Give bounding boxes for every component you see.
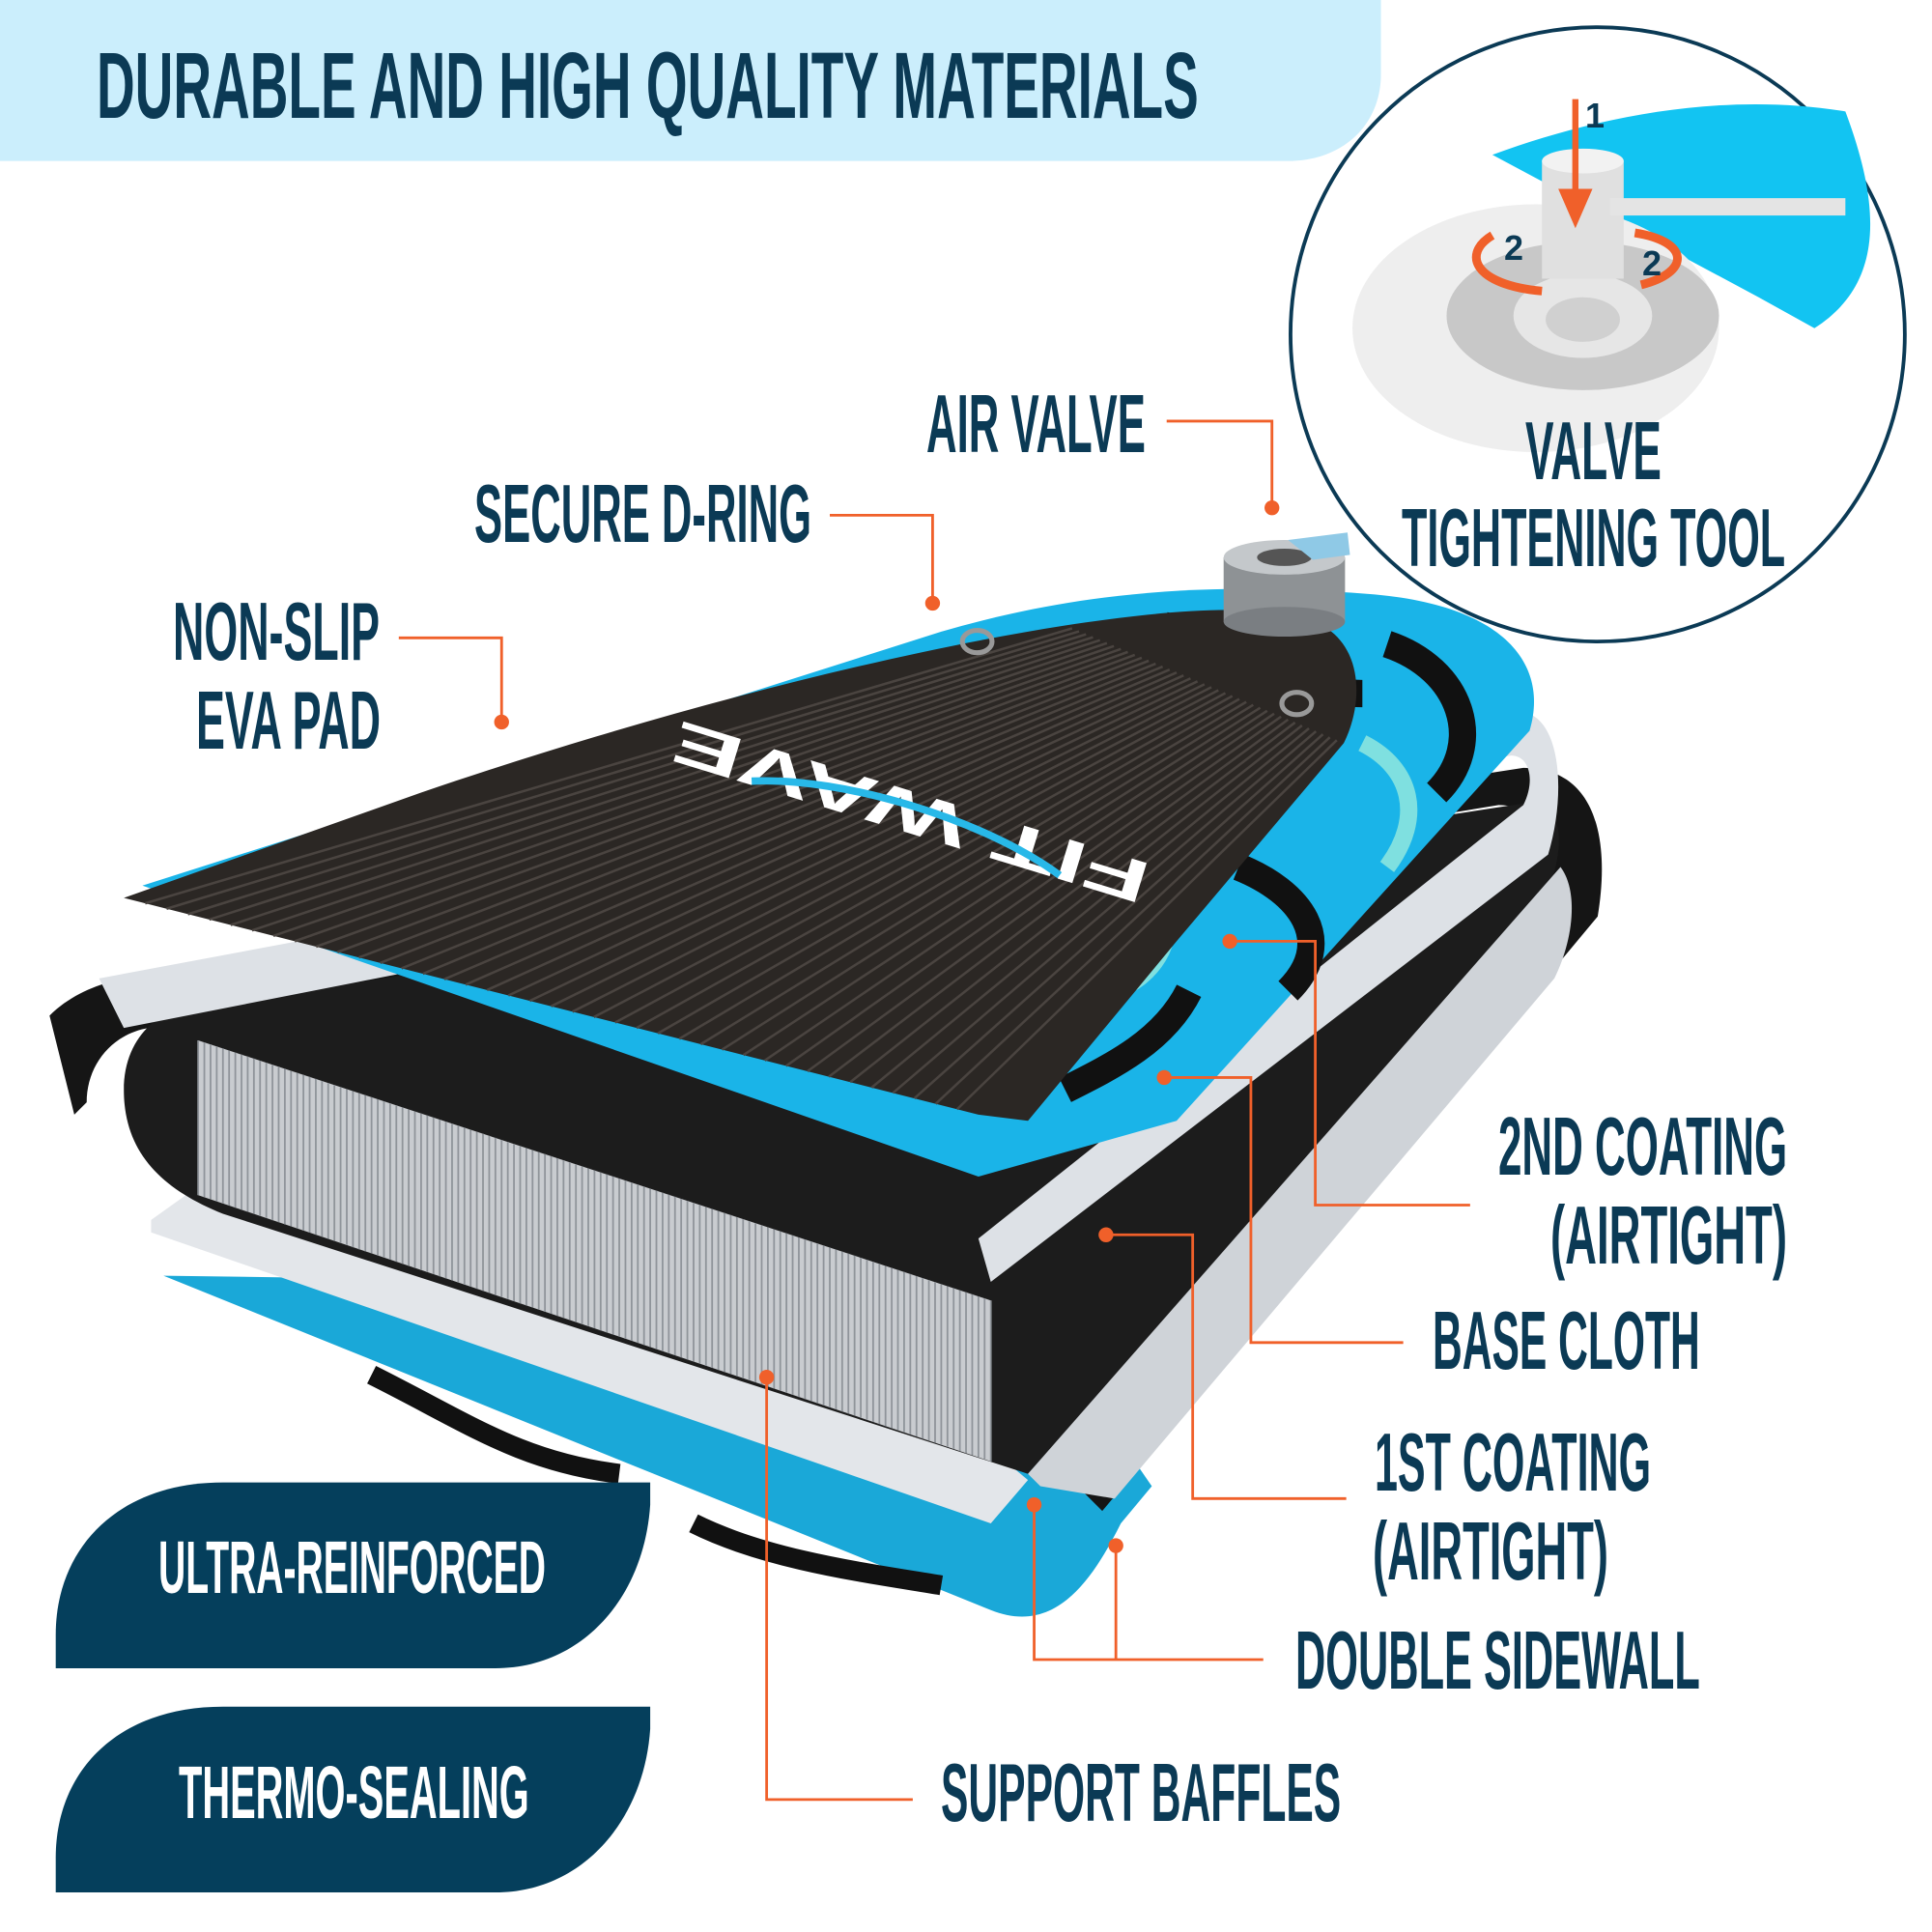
pad-groove [870, 727, 1310, 1089]
air-valve-icon [1223, 532, 1350, 637]
label-support-baffles: SUPPORT BAFFLES [941, 1747, 1342, 1839]
badge-ultra-reinforced-shape [55, 1482, 651, 1668]
pad-groove [849, 724, 1303, 1084]
lower-coating-layer [151, 1195, 1029, 1523]
step-2-left: 2 [1504, 228, 1524, 268]
d-ring-icon [959, 628, 995, 656]
pad-groove [166, 630, 1080, 910]
pad-groove [401, 662, 1156, 970]
pad-groove [380, 659, 1150, 965]
label-2nd-coating-line2: (AIRTIGHT) [1550, 1190, 1787, 1282]
pad-groove [272, 644, 1115, 937]
pad-groove [528, 680, 1199, 1003]
pad-groove [465, 671, 1178, 986]
label-eva-pad-line1: NON-SLIP [173, 586, 381, 678]
pad-groove [358, 656, 1143, 959]
label-2nd-coating-line1: 2ND COATING [1498, 1101, 1788, 1193]
badge-thermo-sealing: THERMO-SEALING [179, 1751, 529, 1834]
label-base-cloth: BASE CLOTH [1433, 1295, 1700, 1387]
pad-groove [828, 721, 1296, 1078]
pad-groove [955, 739, 1338, 1111]
inset-title-line2: TIGHTENING TOOL [1402, 493, 1786, 584]
pad-groove [507, 677, 1191, 997]
pad-groove [614, 692, 1227, 1024]
rotate-right-arrow-icon [1634, 228, 1682, 290]
valve-tool-inset [1289, 25, 1907, 644]
pad-groove [230, 639, 1101, 926]
pad-groove [742, 709, 1268, 1057]
pad-groove [721, 706, 1262, 1051]
step-1: 1 [1585, 96, 1605, 135]
pad-groove [657, 697, 1240, 1035]
rotate-left-arrow-icon [1471, 231, 1543, 296]
pad-groove [934, 736, 1331, 1105]
pad-groove [678, 700, 1247, 1040]
pad-groove [187, 633, 1087, 916]
pad-groove [807, 718, 1290, 1073]
label-eva-pad-line2: EVA PAD [196, 675, 382, 767]
label-1st-coating-line2: (AIRTIGHT) [1373, 1506, 1608, 1598]
label-d-ring: SECURE D-RING [474, 469, 812, 560]
pad-groove [486, 674, 1184, 992]
pad-groove [636, 695, 1234, 1030]
pad-groove [336, 653, 1136, 953]
pad-groove [315, 650, 1128, 949]
pad-groove [144, 627, 1073, 905]
pad-groove [763, 712, 1275, 1062]
sidewall [1028, 867, 1573, 1499]
pad-groove [593, 689, 1219, 1019]
pad-groove [443, 668, 1171, 980]
label-1st-coating-line1: 1ST COATING [1375, 1417, 1652, 1509]
pad-groove [785, 715, 1282, 1067]
pad-groove [550, 683, 1206, 1008]
pad-groove [209, 636, 1094, 922]
step-2-right: 2 [1642, 243, 1662, 283]
pad-groove [572, 686, 1212, 1013]
pad-groove [251, 641, 1108, 932]
pad-groove [892, 730, 1318, 1094]
leader-lines [398, 419, 1470, 1802]
badge-ultra-reinforced: ULTRA-REINFORCED [158, 1526, 546, 1609]
label-double-sidewall: DOUBLE SIDEWALL [1295, 1615, 1700, 1707]
label-air-valve: AIR VALVE [926, 379, 1146, 470]
page-title: DURABLE AND HIGH QUALITY MATERIALS [97, 33, 1199, 138]
pad-groove [422, 665, 1164, 976]
pad-groove [913, 733, 1324, 1100]
header-band [0, 0, 1381, 161]
press-arrow-icon [1558, 99, 1593, 229]
sup-board-illustration: FIT WAVE [49, 532, 1603, 1617]
pad-groove [294, 647, 1122, 943]
badge-thermo-sealing-shape [55, 1706, 651, 1893]
pad-groove [699, 703, 1254, 1046]
inset-title-line1: VALVE [1525, 406, 1662, 497]
d-ring-icon [1279, 690, 1315, 718]
